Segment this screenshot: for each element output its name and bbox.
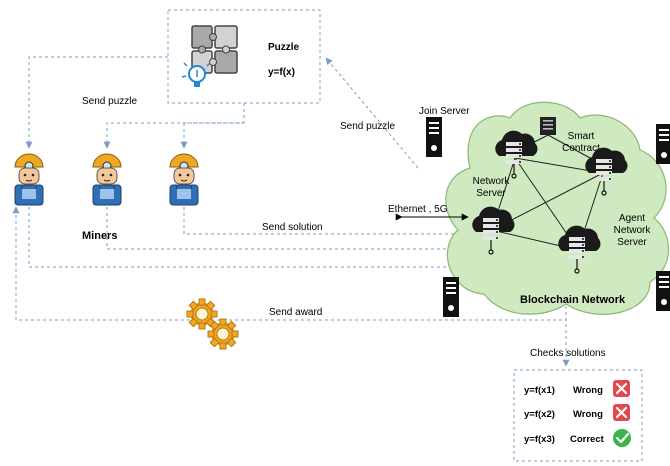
result-status: Correct	[570, 434, 605, 445]
red-x-icon	[613, 404, 630, 421]
result-status: Wrong	[573, 385, 603, 396]
result-formula: y=f(x1)	[524, 385, 555, 396]
send-solution-label: Send solution	[262, 222, 323, 233]
blockchain-cloud	[445, 101, 670, 315]
result-row: y=f(x2) Wrong	[524, 404, 630, 421]
puzzle-formula: y=f(x)	[268, 67, 295, 78]
send-puzzle-label: Send puzzle	[82, 96, 137, 107]
result-status: Wrong	[573, 409, 603, 420]
green-check-icon	[613, 429, 631, 447]
red-x-icon	[613, 380, 630, 397]
result-row: y=f(x3) Correct	[524, 429, 631, 447]
server-tower-icon	[443, 277, 459, 317]
join-server-label: Join Server	[419, 106, 470, 117]
puzzle-icon	[191, 25, 238, 74]
result-formula: y=f(x3)	[524, 434, 555, 445]
results-box: y=f(x1) Wrong y=f(x2) Wrong y=f(x3) Corr…	[513, 369, 643, 462]
ethernet-label: Ethernet , 5G	[388, 204, 448, 215]
gears-icon	[186, 298, 239, 350]
server-tower-icon	[656, 271, 670, 311]
miner-icon	[92, 153, 122, 206]
smart-contract-icon	[540, 117, 556, 135]
lightbulb-icon	[181, 62, 211, 87]
result-row: y=f(x1) Wrong	[524, 380, 630, 397]
miner-icon	[14, 153, 44, 206]
miners-label: Miners	[82, 230, 117, 242]
send-puzzle-label: Send puzzle	[340, 121, 395, 132]
join-server-tower-icon	[426, 117, 442, 157]
puzzle-box: Puzzle y=f(x)	[167, 9, 321, 104]
flow-lines	[12, 56, 570, 367]
puzzle-title: Puzzle	[268, 42, 300, 53]
miner-icon	[169, 153, 199, 206]
server-tower-icon	[656, 124, 670, 164]
checks-solutions-label: Checks solutions	[530, 348, 606, 359]
blockchain-network-label: Blockchain Network	[520, 294, 626, 306]
result-formula: y=f(x2)	[524, 409, 555, 420]
send-award-label: Send award	[269, 307, 322, 318]
